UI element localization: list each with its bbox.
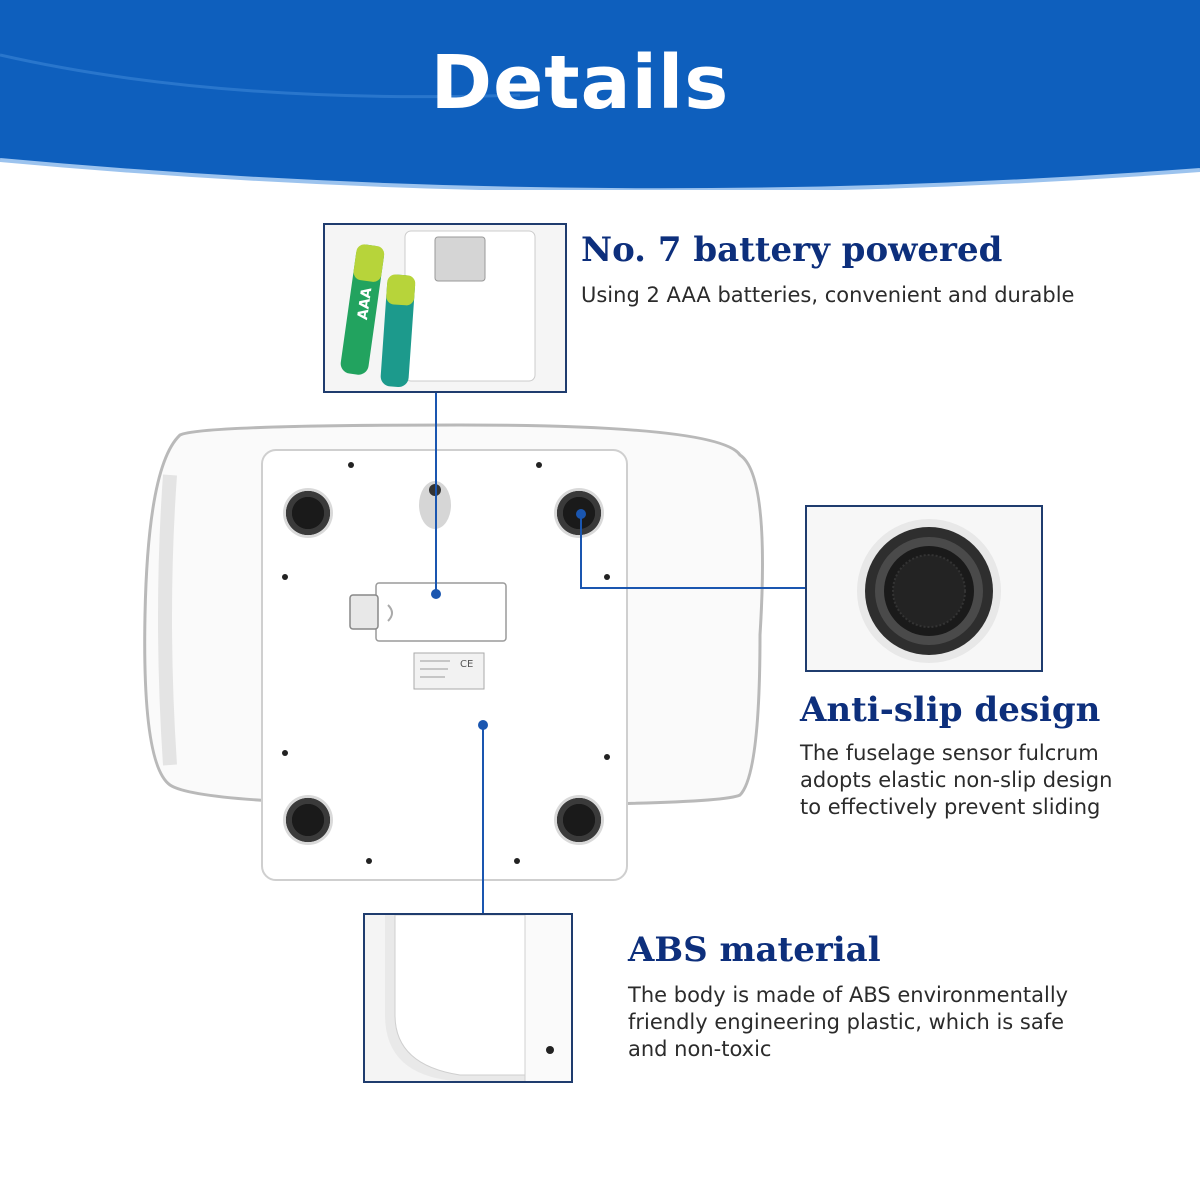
feature-desc-line: The body is made of ABS environmentally	[628, 983, 1069, 1007]
abs-material-photo	[363, 913, 573, 1083]
screw-dot	[514, 858, 520, 864]
feature-desc-line: Using 2 AAA batteries, convenient and du…	[581, 283, 1075, 307]
svg-text:CE: CE	[460, 659, 473, 670]
screw-dot	[282, 750, 288, 756]
screw-dot	[348, 462, 354, 468]
scale-bottom-illustration: CE	[143, 423, 764, 881]
screw-dot	[536, 462, 542, 468]
feature-desc-anti-slip: The fuselage sensor fulcrum adopts elast…	[800, 740, 1112, 821]
feature-desc-abs: The body is made of ABS environmentally …	[628, 982, 1068, 1063]
feature-desc-line: and non-toxic	[628, 1037, 772, 1061]
page-title: Details	[430, 40, 730, 126]
feature-desc-line: adopts elastic non-slip design	[800, 768, 1113, 792]
anti-slip-foot	[283, 795, 333, 845]
screw-dot	[604, 574, 610, 580]
anti-slip-photo	[805, 505, 1043, 672]
screw-dot	[604, 754, 610, 760]
anti-slip-foot	[554, 795, 604, 845]
feature-desc-line: friendly engineering plastic, which is s…	[628, 1010, 1065, 1034]
battery-photo: AAA	[323, 223, 567, 393]
feature-title-abs: ABS material	[628, 930, 881, 970]
battery-label: AAA	[355, 286, 375, 321]
abs-closeup-illustration	[365, 915, 571, 1081]
feature-title-battery: No. 7 battery powered	[581, 230, 1003, 270]
screw-dot	[282, 574, 288, 580]
header-banner	[0, 0, 1200, 190]
screw-dot	[366, 858, 372, 864]
feature-desc-line: The fuselage sensor fulcrum	[800, 741, 1099, 765]
feature-desc-line: to effectively prevent sliding	[800, 795, 1101, 819]
foot-closeup-illustration	[807, 507, 1041, 670]
anti-slip-foot	[283, 488, 333, 538]
feature-desc-battery: Using 2 AAA batteries, convenient and du…	[581, 282, 1074, 309]
feature-title-anti-slip: Anti-slip design	[800, 690, 1101, 730]
battery-illustration: AAA	[325, 225, 565, 391]
